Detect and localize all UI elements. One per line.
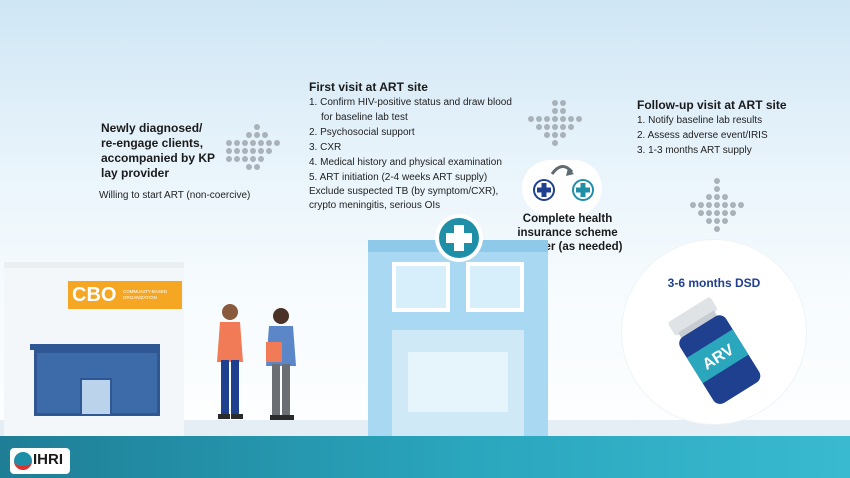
hospital-entrance-glass [408, 352, 508, 412]
cbo-awning [30, 344, 160, 350]
step2-item: 1. Confirm HIV-positive status and draw … [309, 97, 512, 108]
step2-note: Exclude suspected TB (by symptom/CXR), c… [309, 186, 499, 211]
cbo-full-name: COMMUNITY-BASED ORGANIZATION [123, 289, 168, 300]
cbo-abbr: CBO [72, 284, 117, 306]
medical-cross-icon [533, 179, 555, 201]
step3-item: 3. 1-3 months ART supply [637, 145, 752, 156]
step2-title: First visit at ART site [309, 80, 428, 94]
cbo-door [80, 378, 112, 416]
step2-item: 5. ART initiation (2-4 weeks ART supply) [309, 172, 488, 183]
arv-bottle-icon: ARV [668, 297, 761, 404]
hospital-cross-icon [435, 214, 483, 262]
step2-item: 2. Psychosocial support [309, 127, 415, 138]
client-figure [217, 304, 243, 419]
curved-arrow-icon [550, 165, 574, 176]
step2-item: 4. Medical history and physical examinat… [309, 157, 502, 168]
ihri-logo-text: IHRI [33, 451, 63, 468]
step2-list: 1. Confirm HIV-positive status and draw … [309, 95, 534, 185]
dsd-label: 3-6 months DSD [667, 276, 761, 290]
medical-cross-icon [572, 179, 594, 201]
step1-title: Newly diagnosed/ re-engage clients, acco… [101, 121, 215, 180]
arrow-right-icon [226, 124, 286, 174]
lay-provider-figure [266, 308, 296, 420]
step3-item: 1. Notify baseline lab results [637, 115, 763, 126]
step3-list: 1. Notify baseline lab results 2. Assess… [637, 113, 837, 158]
step1-note: Willing to start ART (non-coercive) [99, 190, 251, 201]
step2-item: 3. CXR [309, 142, 342, 153]
hospital-window [392, 262, 450, 312]
arrow-down-icon [690, 178, 750, 238]
cbo-sign [68, 281, 182, 309]
hospital-window [466, 262, 524, 312]
step3-item: 2. Assess adverse event/IRIS [637, 130, 768, 141]
step2-item: for baseline lab test [321, 112, 408, 123]
arrow-down-icon [528, 100, 588, 160]
ihri-logo-mark [14, 452, 32, 470]
footer-band [0, 436, 850, 478]
step3-title: Follow-up visit at ART site [637, 98, 787, 112]
